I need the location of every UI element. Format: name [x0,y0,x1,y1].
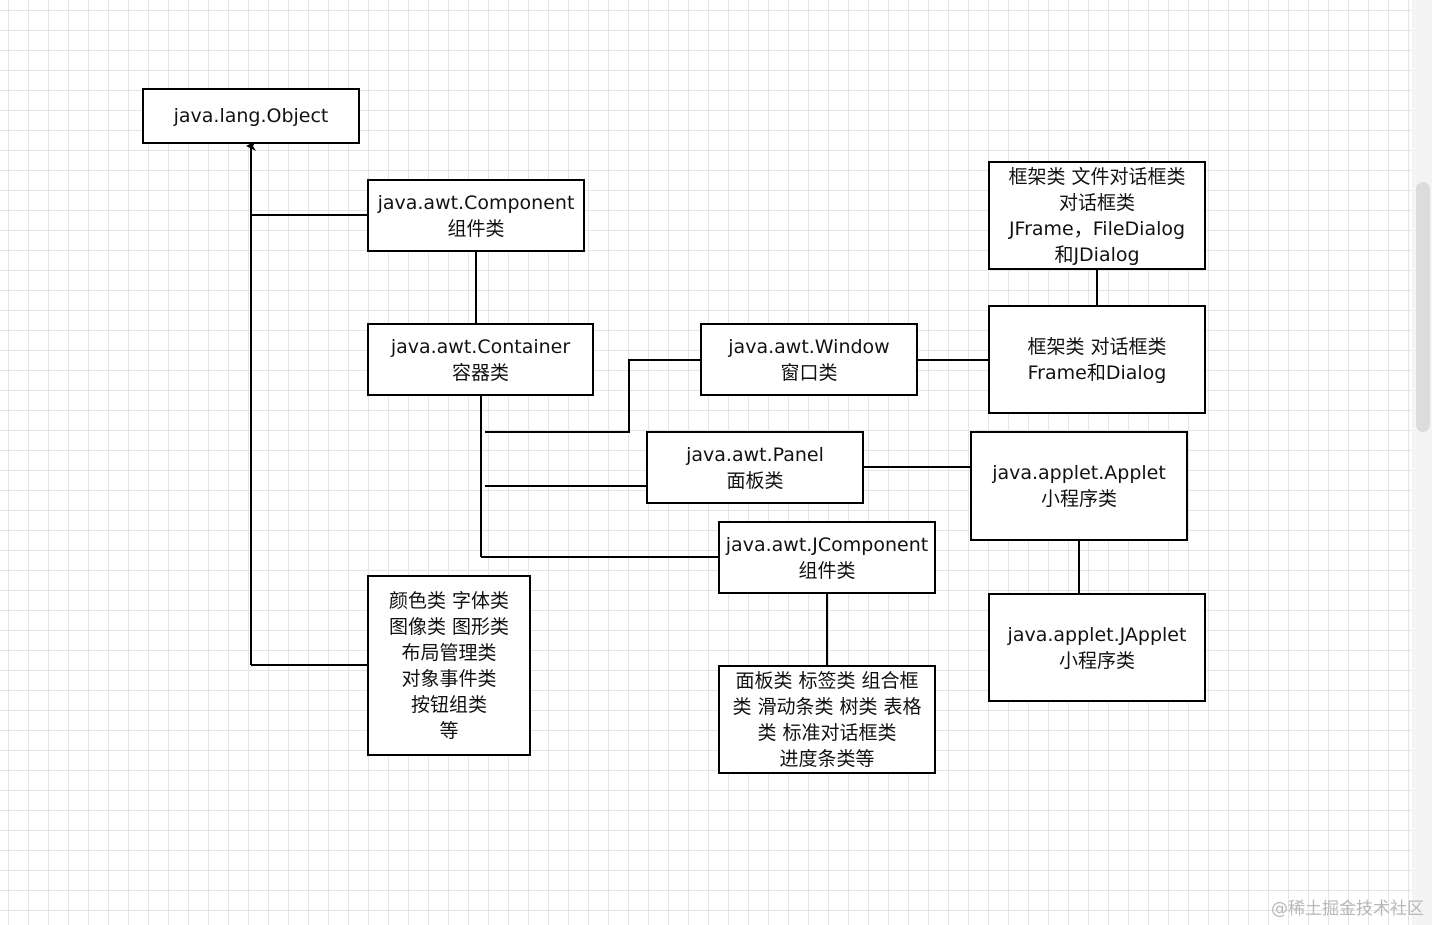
node-text-line: 容器类 [451,361,509,384]
node-text-line: 小程序类 [1040,488,1117,510]
node-label: java.awt.Window 窗口类 [702,334,916,386]
node-text-line: 布局管理类 [401,641,497,664]
node-label: java.awt.JComponent 组件类 [720,532,934,584]
node-text-line: 对象事件类 [401,667,497,690]
node-text-line: 面板类 标签类 组合框 [735,669,919,692]
node-java-awt-container[interactable]: java.awt.Container 容器类 [367,323,594,396]
node-java-awt-window[interactable]: java.awt.Window 窗口类 [700,323,918,396]
node-text-line: 组件类 [798,559,856,582]
vertical-scrollbar-track[interactable] [1412,0,1432,925]
node-text-line: java.applet.Applet [992,462,1166,484]
node-label: java.applet.Applet 小程序类 [972,460,1186,512]
node-java-lang-object[interactable]: java.lang.Object [142,88,360,144]
node-text-line: 等 [439,719,459,742]
node-label: 颜色类 字体类 图像类 图形类 布局管理类 对象事件类 按钮组类 等 [369,588,529,744]
node-text-line: 面板类 [726,469,784,492]
node-text-line: java.lang.Object [173,105,329,127]
node-text-line: 颜色类 字体类 [388,589,510,612]
node-text-line: 组件类 [447,217,505,240]
node-text-line: Frame和Dialog [1027,361,1167,384]
node-text-line: java.awt.Panel [686,443,824,466]
node-java-applet-applet[interactable]: java.applet.Applet 小程序类 [970,431,1188,541]
node-label: java.awt.Component 组件类 [369,190,583,242]
node-swing-component-classes[interactable]: 面板类 标签类 组合框 类 滑动条类 树类 表格 类 标准对话框类 进度条类等 [718,665,936,774]
watermark-text: @稀土掘金技术社区 [1271,899,1424,919]
node-text-line: java.awt.Window [728,335,890,358]
node-label: java.applet.JApplet 小程序类 [990,622,1204,674]
node-java-awt-jcomponent[interactable]: java.awt.JComponent 组件类 [718,521,936,594]
node-text-line: java.awt.Component [377,191,575,214]
node-text-line: 框架类 对话框类 [1027,335,1167,358]
node-label: 框架类 对话框类 Frame和Dialog [990,334,1204,386]
node-label: java.lang.Object [144,103,358,129]
node-text-line: 对话框类 [1058,191,1135,214]
node-text-line: 类 标准对话框类 [757,721,897,744]
node-text-line: 小程序类 [1058,649,1135,672]
node-text-line: 类 滑动条类 树类 表格 [732,695,922,718]
node-text-line: 框架类 文件对话框类 [1008,165,1186,188]
vertical-scrollbar-thumb[interactable] [1416,182,1430,432]
node-text-line: 图像类 图形类 [388,615,510,638]
node-text-line: 窗口类 [780,361,838,384]
node-java-applet-japplet[interactable]: java.applet.JApplet 小程序类 [988,593,1206,702]
node-text-line: 按钮组类 [410,693,487,716]
node-text-line: 进度条类等 [779,747,875,770]
node-text-line: JFrame，FileDialog [1008,217,1186,240]
node-frame-dialog[interactable]: 框架类 对话框类 Frame和Dialog [988,305,1206,414]
node-text-line: java.awt.JComponent [725,533,929,556]
node-label: 面板类 标签类 组合框 类 滑动条类 树类 表格 类 标准对话框类 进度条类等 [720,668,934,772]
edge-window-container [485,359,701,433]
node-java-awt-panel[interactable]: java.awt.Panel 面板类 [646,431,864,504]
node-label: java.awt.Container 容器类 [369,334,592,386]
node-awt-misc-classes[interactable]: 颜色类 字体类 图像类 图形类 布局管理类 对象事件类 按钮组类 等 [367,575,531,756]
node-jframe-filedialog-jdialog[interactable]: 框架类 文件对话框类 对话框类 JFrame，FileDialog 和JDial… [988,161,1206,270]
node-label: 框架类 文件对话框类 对话框类 JFrame，FileDialog 和JDial… [990,164,1204,268]
node-java-awt-component[interactable]: java.awt.Component 组件类 [367,179,585,252]
node-text-line: java.awt.Container [390,335,571,358]
node-text-line: java.applet.JApplet [1007,623,1187,646]
node-label: java.awt.Panel 面板类 [648,442,862,494]
node-text-line: 和JDialog [1054,243,1140,266]
